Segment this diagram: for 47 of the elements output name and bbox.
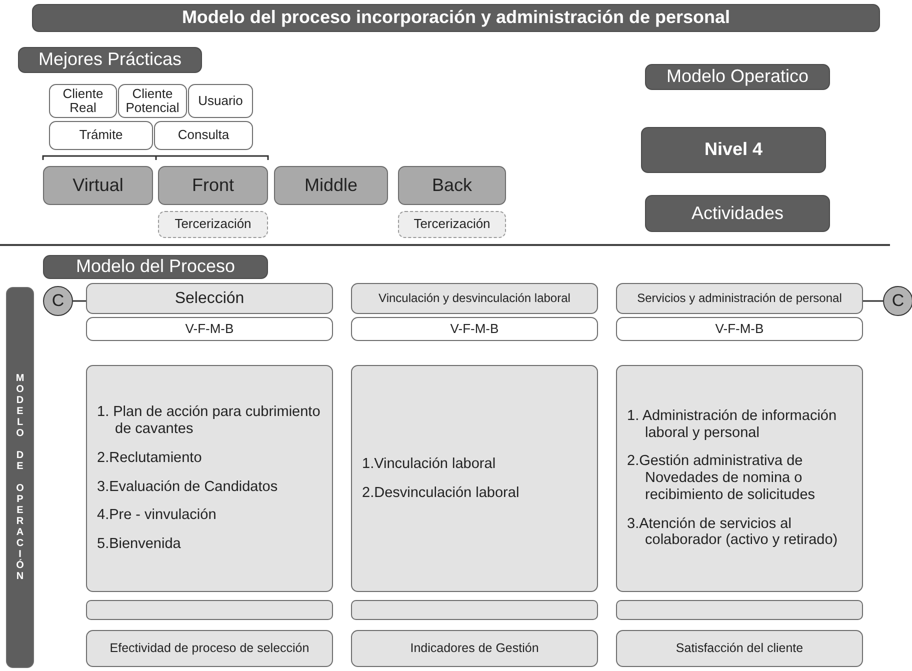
list-item: 1.Vinculación laboral — [362, 456, 496, 472]
activities-box: Actividades — [645, 195, 830, 232]
system-bar — [86, 600, 333, 620]
circle-marker: C — [43, 286, 73, 316]
circle-marker: C — [883, 286, 912, 316]
process-box: Vinculación y desvinculación laboral — [351, 283, 598, 314]
list-item: 1. Plan de acción para cubrimiento de cavantes — [97, 404, 322, 438]
list-item: 3.Atención de servicios al colaborador (activo y retirado) — [627, 516, 839, 549]
indicator-box: Efectividad de proceso de selección — [86, 630, 333, 667]
outsourcing-box: Tercerización — [398, 211, 506, 238]
activity-panel — [86, 365, 333, 592]
role-box: Usuario — [188, 84, 253, 118]
section-header: Modelo Operatico — [645, 64, 830, 90]
activity-panel — [616, 365, 863, 592]
channel-box: Front — [158, 166, 268, 205]
list-item: 2.Reclutamiento — [97, 450, 202, 466]
system-bar — [351, 600, 598, 620]
indicator-box: Satisfacción del cliente — [616, 630, 863, 667]
vertical-band: MODELO DE OPERACIÓN — [6, 287, 34, 668]
connector-line — [863, 300, 883, 302]
request-box: Trámite — [49, 121, 153, 150]
list-item: 2.Desvinculación laboral — [362, 484, 520, 502]
channel-box: Back — [398, 166, 506, 205]
indicator-box: Indicadores de Gestión — [351, 630, 598, 667]
channel-box: Virtual — [43, 166, 153, 205]
process-box: Servicios y administración de personal — [616, 283, 863, 314]
list-item: 2.Gestión administrativa de Novedades de nomina o recibimiento de solicitudes — [627, 453, 816, 504]
request-box: Consulta — [154, 121, 253, 150]
list-item: 3.Evaluación de Candidatos — [97, 478, 278, 496]
section-header: Modelo del Proceso — [43, 255, 268, 279]
activity-panel — [351, 365, 598, 592]
process-box: Selección — [86, 283, 333, 314]
code-box: V-F-M-B — [351, 317, 598, 341]
level-box: Nivel 4 — [641, 127, 826, 173]
list-item: 1. Administración de información laboral y personal — [627, 408, 838, 442]
connector-line — [73, 300, 86, 302]
channel-box: Middle — [274, 166, 388, 205]
section-header: Mejores Prácticas — [18, 47, 202, 73]
code-box: V-F-M-B — [86, 317, 333, 341]
list-item: 5.Bienvenida — [97, 536, 181, 553]
outsourcing-box: Tercerización — [158, 211, 268, 238]
system-bar — [616, 600, 863, 620]
list-item: 4.Pre - vinvulación — [97, 507, 216, 524]
title-band: Modelo del proceso incorporación y administración de personal — [32, 4, 880, 32]
role-box: Cliente Potencial — [118, 84, 187, 118]
role-box: Cliente Real — [49, 84, 117, 118]
code-box: V-F-M-B — [616, 317, 863, 341]
